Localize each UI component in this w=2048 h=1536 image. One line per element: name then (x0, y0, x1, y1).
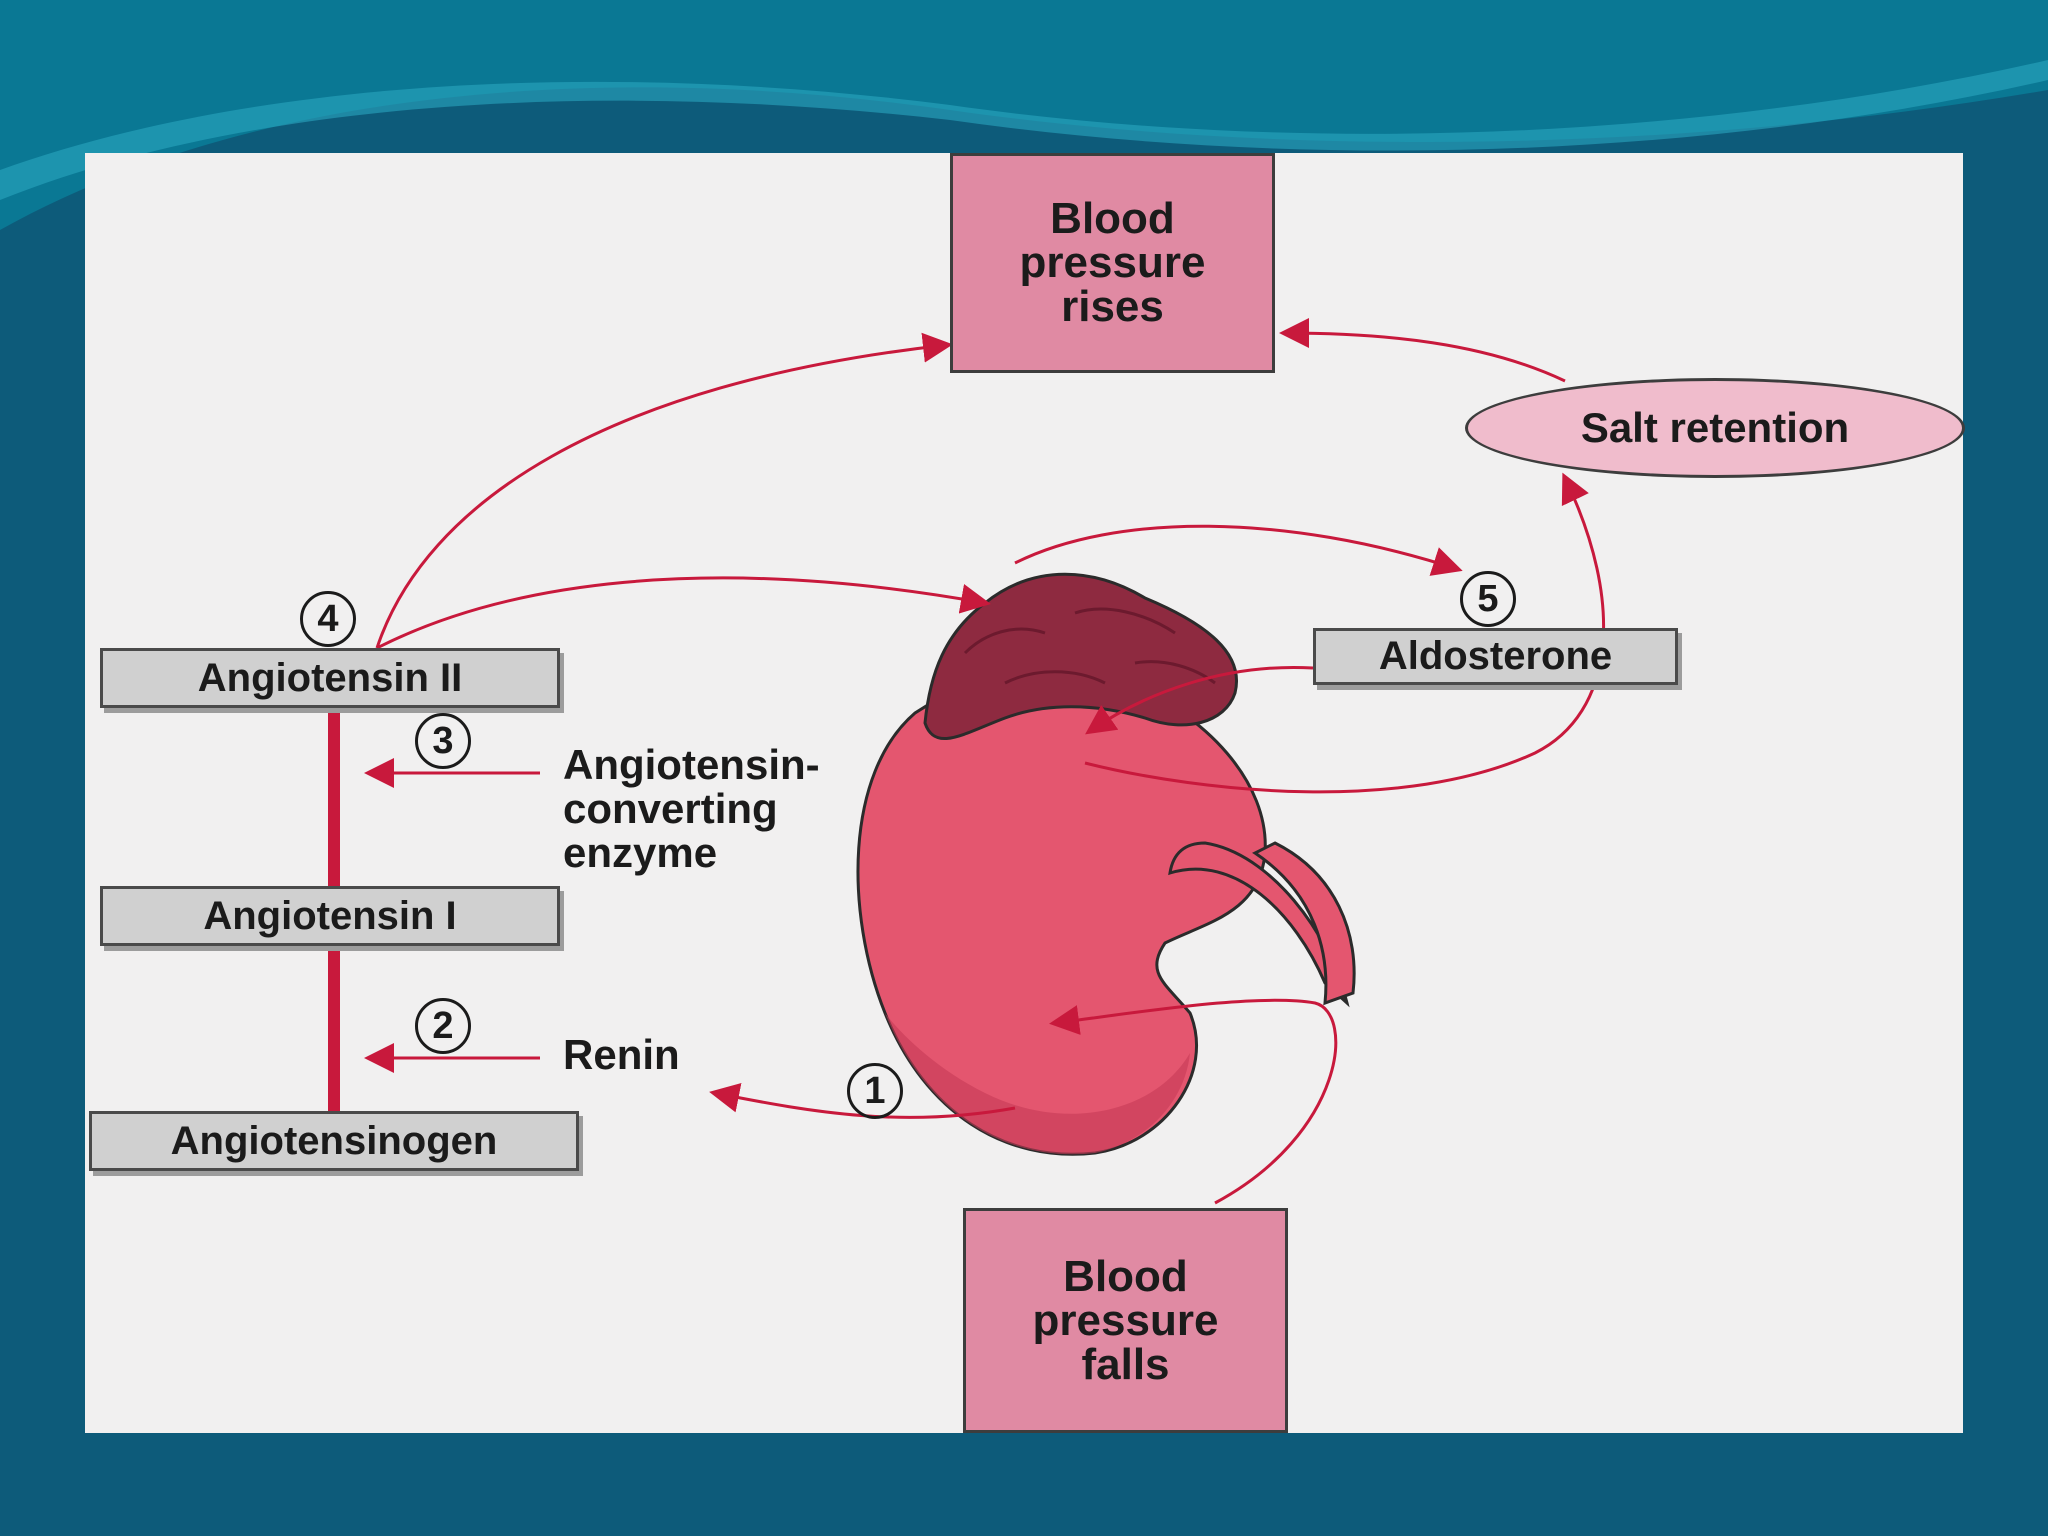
arrow-salt-retention-to-bp-rises (1279, 318, 1566, 383)
angiotensin-ii-box: Angiotensin II (100, 648, 560, 708)
diagram-graphics (328, 318, 1606, 1205)
step-2-marker: 2 (415, 998, 471, 1054)
raas-figure: Blood pressure rises Blood pressure fall… (85, 153, 1965, 1433)
arrow-kidney-to-salt-retention (1084, 472, 1606, 794)
aldosterone-box: Aldosterone (1313, 628, 1678, 685)
blood-pressure-rises-box: Blood pressure rises (950, 153, 1275, 373)
arrow-aldosterone-to-kidney (1085, 665, 1314, 735)
blood-pressure-falls-box: Blood pressure falls (963, 1208, 1288, 1433)
arrow-angiotensin-ii-to-bp-rises (375, 332, 953, 649)
header-wave-highlight (0, 60, 2048, 200)
step-3-marker: 3 (415, 713, 471, 769)
renin-label: Renin (563, 1031, 680, 1078)
step-1-marker: 1 (847, 1063, 903, 1119)
kidney (856, 671, 1267, 1156)
angiotensinogen-box: Angiotensinogen (89, 1111, 579, 1171)
arrow-bp-falls-to-kidney (1049, 998, 1338, 1205)
step-4-marker: 4 (300, 591, 356, 647)
arrow-adrenal-to-aldosterone (1014, 524, 1463, 576)
angiotensin-i-box: Angiotensin I (100, 886, 560, 946)
angiotensin-converting-enzyme-label: Angiotensin- converting enzyme (563, 741, 820, 876)
salt-retention-ellipse: Salt retention (1465, 378, 1965, 478)
step-5-marker: 5 (1460, 571, 1516, 627)
arrow-angiotensin-ii-to-adrenal (376, 576, 991, 650)
ureter-tube (1252, 841, 1356, 1006)
kidney-shading (885, 1013, 1190, 1155)
adrenal-texture (963, 607, 1216, 685)
